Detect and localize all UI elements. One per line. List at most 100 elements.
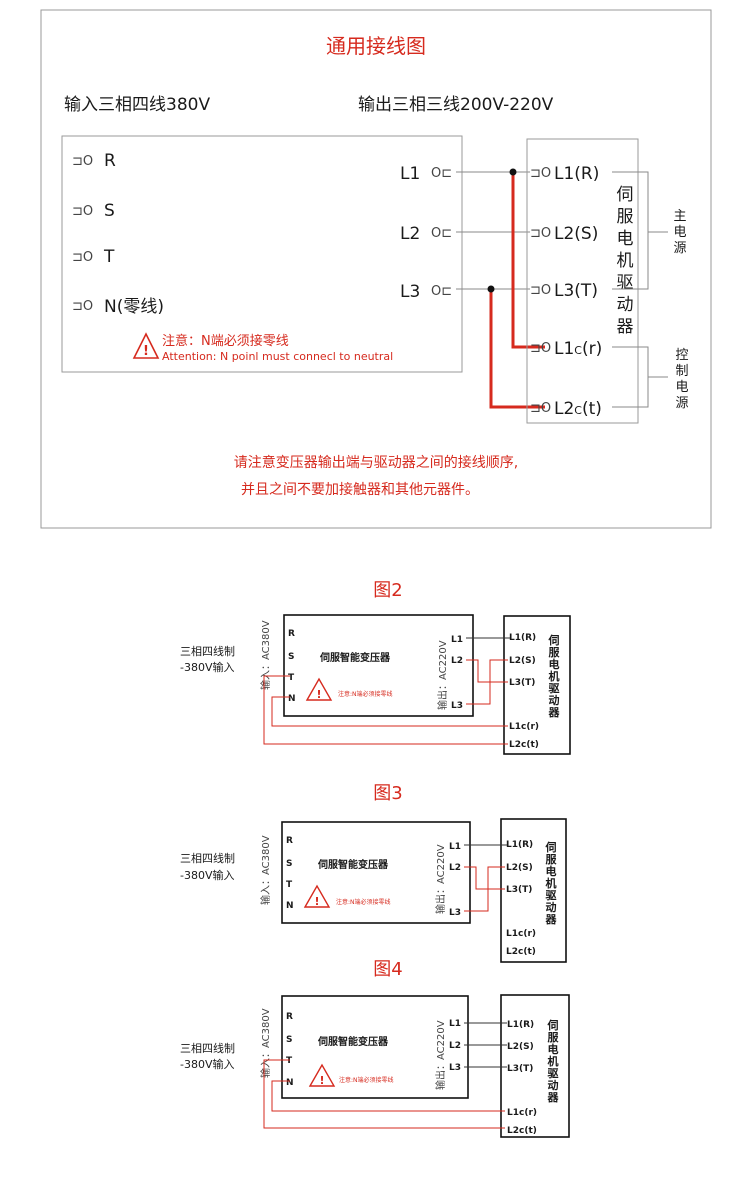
mini-driver-name-char: 动 xyxy=(549,693,560,707)
mini-warning: 注意:N端必须接零线 xyxy=(336,898,391,906)
input-terminal-r: ⊐O R xyxy=(72,151,116,171)
wire-l3-crossed xyxy=(464,866,505,912)
mini-drv-l3: L3(T) xyxy=(507,1064,533,1074)
mini-warning: 注意:N端必须接零线 xyxy=(339,1076,394,1084)
warning-exclamation-icon: ! xyxy=(143,344,149,359)
driver-terminal-l2: L2(S) xyxy=(554,224,598,244)
driver-name-char: 伺 xyxy=(617,185,634,205)
input-label-t: T xyxy=(103,247,115,267)
input-side-label: 输入：AC380V xyxy=(259,835,272,905)
mini-out-l3: L3 xyxy=(449,908,461,918)
control-power-char: 电 xyxy=(675,380,688,395)
mini-driver-name-char: 伺 xyxy=(545,840,557,854)
driver-terminal-l3: L3(T) xyxy=(554,281,598,301)
terminal-socket-icon: O⊏ xyxy=(431,284,452,299)
mini-in-t: T xyxy=(286,1056,293,1066)
mini-in-t: T xyxy=(286,880,293,890)
terminal-socket-icon: O⊏ xyxy=(431,166,452,181)
warning-block: ! 注意：N端必须接零线 Attention: N poinl must con… xyxy=(132,332,393,363)
wire-l2-crossed xyxy=(464,866,505,890)
driver-name-char: 动 xyxy=(617,295,634,315)
warning-exclamation-icon: ! xyxy=(319,1074,324,1087)
mini-out-l1: L1 xyxy=(449,842,461,852)
warning-triangle-icon xyxy=(132,332,160,359)
mini-driver-name-char: 动 xyxy=(548,1078,559,1092)
mini-driver-box xyxy=(503,615,571,755)
source-label-2: -380V输入 xyxy=(180,660,235,674)
mini-drv-l1c: L1c(r) xyxy=(507,1108,537,1118)
mini-driver-name-char: 驱 xyxy=(546,889,557,902)
mini-driver-box xyxy=(500,994,570,1138)
main-frame xyxy=(40,9,712,529)
wire-t-control xyxy=(263,675,508,745)
terminal-plug-icon: ⊐O xyxy=(72,250,93,265)
input-side-label: 输入：AC380V xyxy=(259,620,272,690)
mini-out-l1: L1 xyxy=(451,635,463,645)
figure-3-title: 图3 xyxy=(373,783,402,804)
power-brackets xyxy=(612,171,668,408)
output-side-label: 输出：AC220V xyxy=(434,844,447,914)
input-side-label: 输入：AC380V xyxy=(259,1008,272,1078)
warning-triangle-icon xyxy=(305,677,333,701)
warning-cn: 注意：N端必须接零线 xyxy=(162,333,289,349)
mini-driver-name-char: 机 xyxy=(549,669,560,683)
warning-en: Attention: N poinl must connecl to neutr… xyxy=(162,350,393,363)
driver-terminal-l1: L1(R) xyxy=(554,164,599,184)
mini-drv-l3: L3(T) xyxy=(509,678,535,688)
mini-driver-name-char: 伺 xyxy=(547,1018,559,1032)
mini-out-l2: L2 xyxy=(449,863,461,873)
mini-drv-l1: L1(R) xyxy=(509,633,536,643)
mini-out-l3: L3 xyxy=(451,701,463,711)
transformer-box xyxy=(61,135,463,373)
driver-name-char: 电 xyxy=(617,229,634,249)
mini-warning: 注意:N端必须接零线 xyxy=(338,690,393,698)
wire-l3-crossed xyxy=(466,659,508,705)
mini-transformer-box xyxy=(281,995,469,1099)
mini-drv-l2: L2(S) xyxy=(506,863,533,873)
driver-box xyxy=(526,138,639,424)
input-label-s: S xyxy=(104,201,115,221)
transformer-name: 伺服智能变压器 xyxy=(317,1035,389,1048)
mini-drv-l1c: L1c(r) xyxy=(509,722,539,732)
driver-name-char: 器 xyxy=(617,317,634,337)
mini-driver-box xyxy=(500,818,567,963)
mini-out-l3: L3 xyxy=(449,1063,461,1073)
warning-exclamation-icon: ! xyxy=(316,688,321,701)
terminal-plug-icon: ⊐O xyxy=(530,226,551,241)
output-side-label: 输出：AC220V xyxy=(436,640,449,710)
mini-in-r: R xyxy=(288,629,295,639)
input-terminal-t: ⊐O T xyxy=(72,247,115,267)
source-label-1: 三相四线制 xyxy=(180,644,235,658)
mini-driver-name-char: 服 xyxy=(546,853,558,866)
mini-driver-name-char: 驱 xyxy=(548,1067,559,1080)
terminal-plug-icon: ⊐O xyxy=(530,341,551,356)
mini-in-s: S xyxy=(288,652,294,662)
mini-out-l2: L2 xyxy=(449,1041,461,1051)
mini-drv-l1c: L1c(r) xyxy=(506,929,536,939)
driver-name-char: 驱 xyxy=(617,273,634,293)
mini-driver-name-char: 电 xyxy=(546,864,557,878)
mini-drv-l2c: L2c(t) xyxy=(506,947,536,957)
transformer-name: 伺服智能变压器 xyxy=(317,858,389,871)
mini-drv-l2c: L2c(t) xyxy=(509,740,539,750)
mini-drv-l2: L2(S) xyxy=(509,656,536,666)
wire-t-control xyxy=(263,1059,505,1129)
warning-exclamation-icon: ! xyxy=(314,895,319,908)
terminal-plug-icon: ⊐O xyxy=(72,154,93,169)
figure-2: 图2 三相四线制 -380V输入 输入：AC380V R S T N 伺服智能变… xyxy=(180,580,571,755)
mini-driver-name-char: 伺 xyxy=(548,633,560,647)
terminal-plug-icon: ⊐O xyxy=(530,283,551,298)
wire-n-control xyxy=(271,696,508,727)
mini-in-r: R xyxy=(286,1012,293,1022)
mini-drv-l2c: L2c(t) xyxy=(507,1126,537,1136)
mini-in-s: S xyxy=(286,859,292,869)
warning-triangle-icon xyxy=(303,884,331,908)
figure-4: 图4 三相四线制 -380V输入 输入：AC380V R S T N 伺服智能变… xyxy=(180,959,570,1138)
mini-transformer-box xyxy=(283,614,474,717)
junction-dot xyxy=(487,285,495,293)
